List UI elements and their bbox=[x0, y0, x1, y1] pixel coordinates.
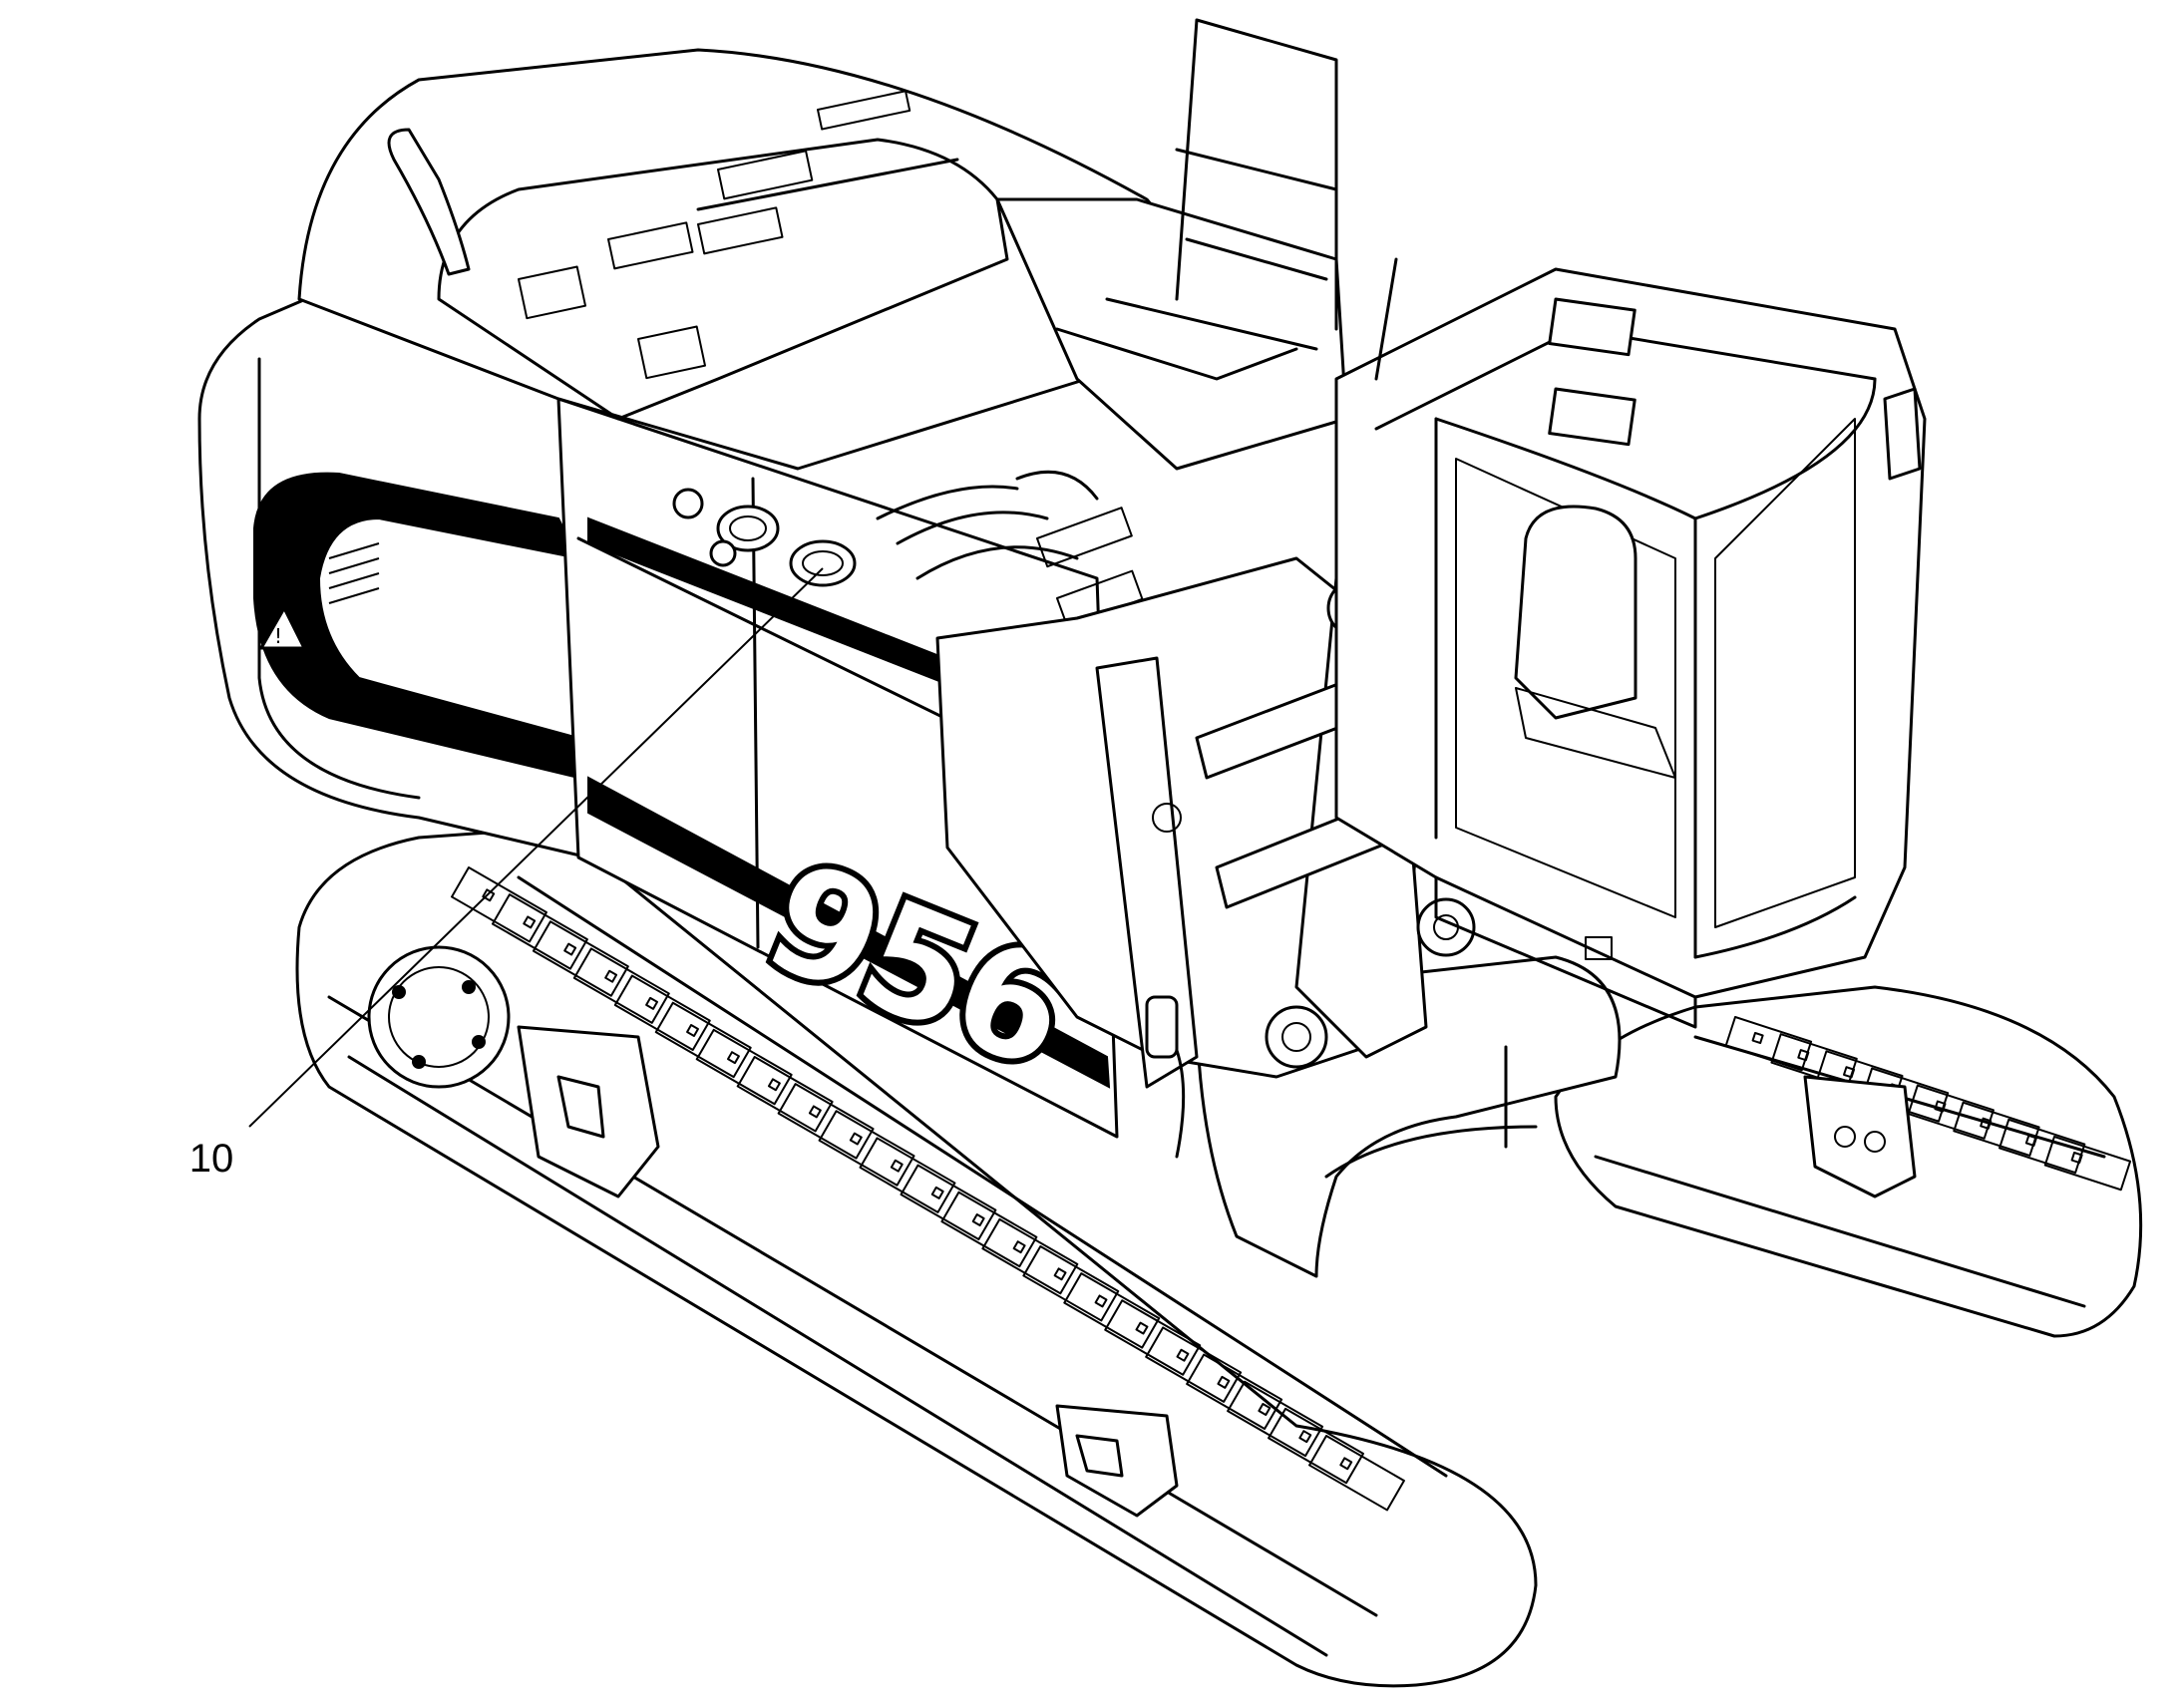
track-shoe bbox=[654, 1001, 752, 1079]
exhaust-pipe bbox=[387, 128, 471, 276]
cab-front-window bbox=[1714, 418, 1856, 928]
track-shoe-bolt bbox=[890, 1159, 904, 1173]
warning-mark: ! bbox=[274, 624, 282, 648]
track-shoe bbox=[613, 974, 711, 1052]
track-shoe-bolt bbox=[1797, 1049, 1810, 1062]
right-crawler-track bbox=[1554, 985, 2143, 1338]
track-shoe-bolt bbox=[523, 915, 537, 929]
hood-vents bbox=[518, 90, 911, 380]
track-shoe bbox=[1104, 1299, 1202, 1376]
track-shoe bbox=[1308, 1434, 1405, 1512]
counterweight bbox=[197, 267, 600, 859]
track-guard-rear bbox=[1055, 1404, 1179, 1518]
track-shoe bbox=[1022, 1245, 1120, 1322]
track-shoe-bolt bbox=[645, 996, 659, 1010]
operator-seat bbox=[1514, 505, 1637, 720]
track-shoe-bolt bbox=[971, 1213, 985, 1226]
track-shoe-bolt bbox=[1217, 1375, 1231, 1389]
cab-step bbox=[1585, 936, 1613, 960]
track-shoe-bolt bbox=[604, 969, 618, 983]
track-shoe-bolt bbox=[930, 1186, 944, 1199]
track-shoe-bolt bbox=[1934, 1100, 1947, 1113]
track-shoe-bolt bbox=[1843, 1066, 1856, 1079]
vent-slots bbox=[328, 542, 380, 604]
warning-triangle-icon bbox=[259, 606, 306, 650]
track-shoe-bolt bbox=[1135, 1321, 1149, 1335]
handrail bbox=[1175, 18, 1338, 331]
track-shoe-bolt bbox=[726, 1051, 740, 1065]
track-shoe bbox=[940, 1191, 1038, 1268]
track-shoe-bolt bbox=[1012, 1240, 1026, 1254]
track-shoe-bolt bbox=[1053, 1267, 1067, 1281]
callout-label: 10 bbox=[189, 1137, 234, 1181]
track-shoe bbox=[491, 893, 588, 970]
track-shoe bbox=[1063, 1272, 1161, 1349]
track-shoe bbox=[1227, 1380, 1324, 1458]
track-shoe bbox=[1145, 1326, 1243, 1403]
track-shoe bbox=[532, 920, 629, 997]
track-shoe-bolt bbox=[1176, 1348, 1190, 1362]
engine-hood bbox=[297, 48, 1199, 471]
track-shoe-bolt bbox=[1339, 1457, 1353, 1471]
track-shoe bbox=[572, 947, 670, 1024]
track-shoe bbox=[981, 1217, 1079, 1295]
track-shoe bbox=[859, 1137, 956, 1213]
track-shoe-bolt bbox=[1751, 1031, 1764, 1045]
left-track-shoes bbox=[451, 865, 1405, 1512]
track-shoe bbox=[1186, 1353, 1283, 1431]
track-shoe-bolt bbox=[686, 1024, 699, 1037]
hydraulic-tank-cap bbox=[789, 539, 857, 587]
track-shoe bbox=[900, 1164, 997, 1241]
track-shoe-bolt bbox=[767, 1078, 781, 1092]
operator-cab bbox=[1334, 257, 1927, 1029]
track-shoe-bolt bbox=[849, 1132, 863, 1146]
roof-hatch bbox=[1548, 297, 1636, 357]
callout-leader-line bbox=[248, 567, 824, 1128]
track-shoe-bolt bbox=[1094, 1294, 1108, 1308]
track-shoe-bolt bbox=[1258, 1403, 1272, 1416]
track-shoe bbox=[2043, 1136, 2132, 1192]
track-shoe-bolt bbox=[1298, 1430, 1312, 1444]
track-shoe bbox=[777, 1083, 875, 1160]
track-shoe-bolt bbox=[808, 1105, 822, 1119]
fuel-filler-cap bbox=[716, 505, 780, 552]
callout-10: 10 bbox=[189, 567, 824, 1181]
track-shoe bbox=[695, 1028, 793, 1106]
left-crawler-track bbox=[295, 826, 1538, 1688]
track-shoe bbox=[1268, 1407, 1364, 1485]
hydraulic-lines bbox=[876, 470, 1144, 628]
track-shoe-bolt bbox=[2024, 1134, 2037, 1147]
side-mirror bbox=[1883, 387, 1922, 481]
track-shoe-bolt bbox=[1980, 1117, 1993, 1130]
track-guard-front bbox=[517, 1025, 660, 1198]
counterweight-stripe bbox=[253, 472, 580, 780]
track-shoe-bolt bbox=[2070, 1151, 2083, 1165]
lower-stripe bbox=[587, 776, 1111, 1089]
track-shoe bbox=[818, 1110, 915, 1187]
track-shoe-bolt bbox=[563, 942, 577, 956]
right-track-guard bbox=[1803, 1075, 1917, 1198]
track-shoe bbox=[736, 1056, 834, 1133]
track-shoe bbox=[451, 865, 547, 943]
